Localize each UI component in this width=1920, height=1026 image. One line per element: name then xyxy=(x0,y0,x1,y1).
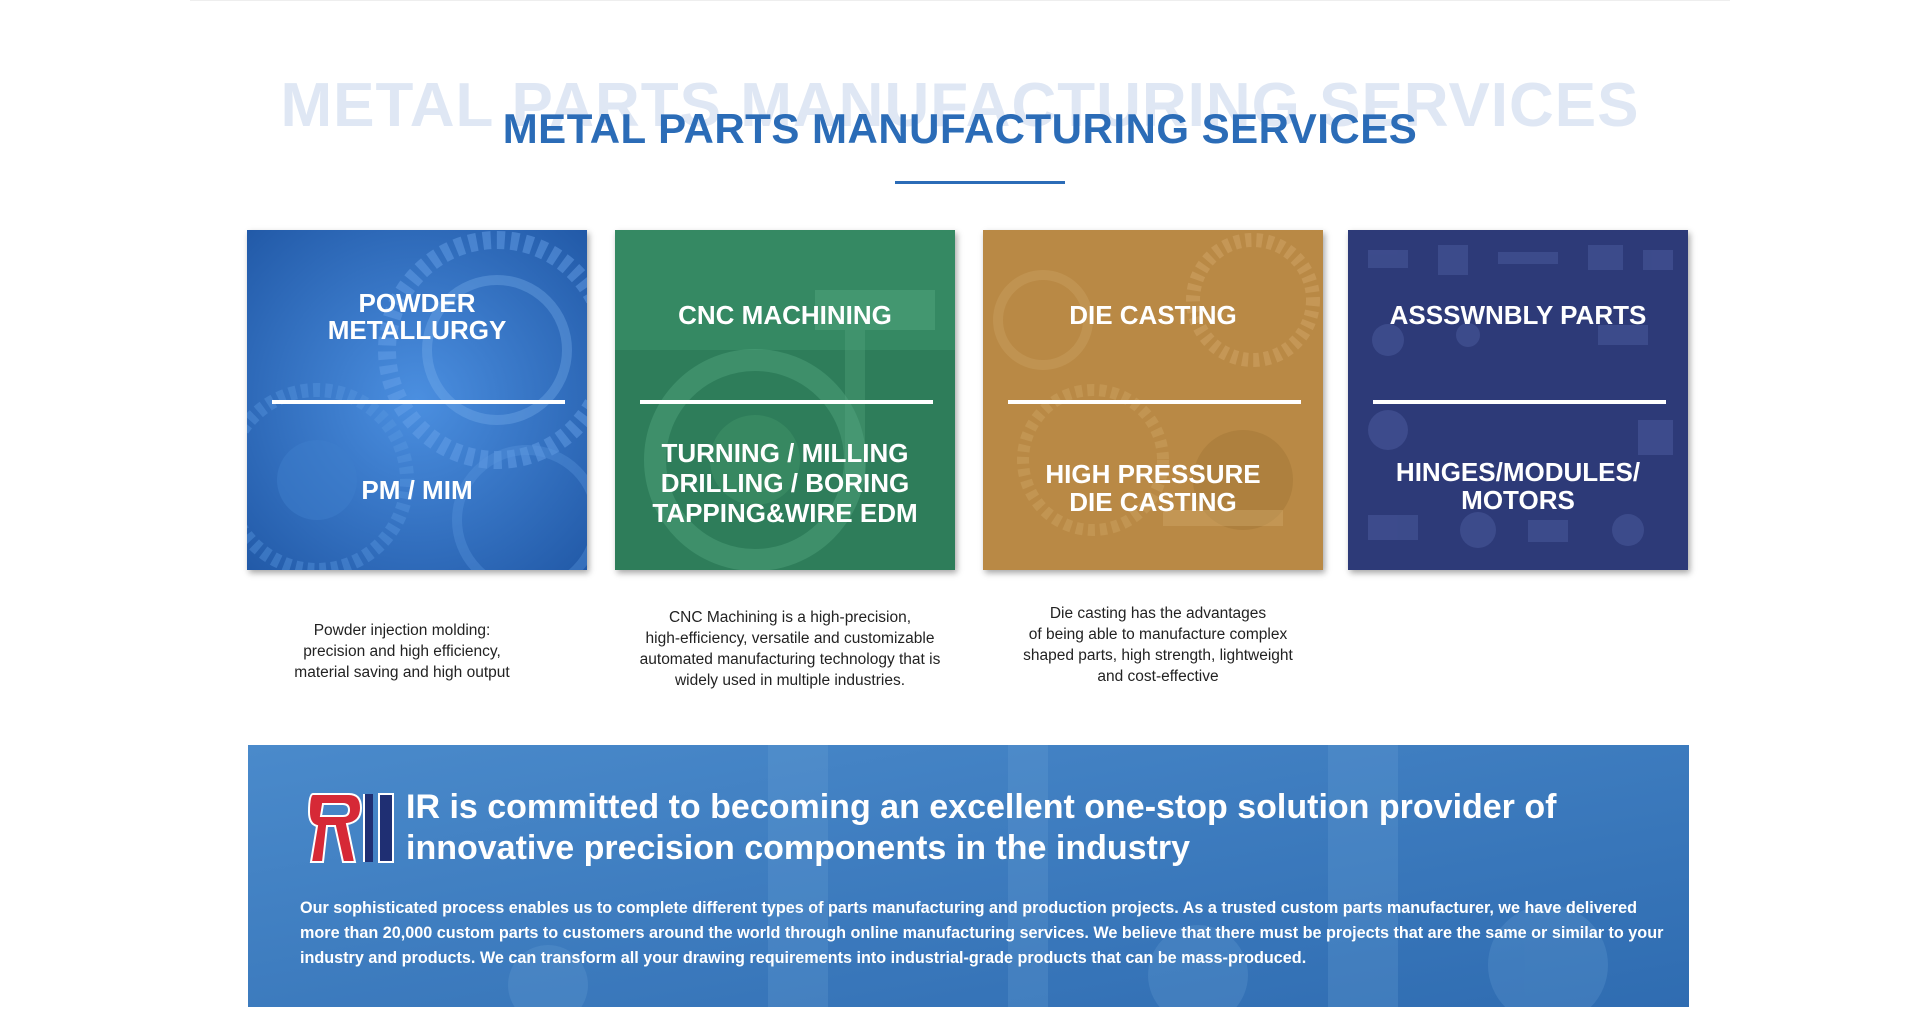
card-divider xyxy=(1008,400,1301,404)
factory-texture-image xyxy=(248,745,1689,1007)
card-title-line: CNC MACHINING xyxy=(678,300,892,330)
card-subtitle-line: HINGES/MODULES/ xyxy=(1395,457,1641,487)
card-subtitle-line: TURNING / MILLING xyxy=(661,438,909,468)
service-description-cnc-machining: CNC Machining is a high-precision, high-… xyxy=(620,607,960,691)
card-title-line: ASSSWNBLY PARTS xyxy=(1389,300,1647,330)
card-title-line: DIE CASTING xyxy=(1069,300,1237,330)
section-title-watermark: METAL PARTS MANUFACTURING SERVICES xyxy=(280,71,1640,140)
description-line: precision and high efficiency, xyxy=(303,643,501,660)
description-line: and cost-effective xyxy=(1097,668,1219,685)
description-line: widely used in multiple industries. xyxy=(674,672,906,689)
card-divider xyxy=(640,400,933,404)
banner-body-text: Our sophisticated process enables us to … xyxy=(300,899,1664,967)
section-title: METAL PARTS MANUFACTURING SERVICES xyxy=(502,105,1418,152)
card-subtitle-line: PM / MIM xyxy=(361,475,473,505)
card-subtitle-line: DIE CASTING xyxy=(1069,487,1237,517)
card-divider xyxy=(272,400,565,404)
service-card-cnc-machining[interactable]: CNC MACHINING TURNING / MILLING DRILLING… xyxy=(615,230,955,570)
card-divider xyxy=(1373,400,1666,404)
description-line: Powder injection molding: xyxy=(313,622,491,639)
card-subtitle-line: MOTORS xyxy=(1461,485,1575,515)
card-subtitle-line: HIGH PRESSURE xyxy=(1045,459,1261,489)
top-divider xyxy=(190,0,1730,1)
service-description-die-casting: Die casting has the advantages of being … xyxy=(988,603,1328,687)
service-description-powder-metallurgy: Powder injection molding: precision and … xyxy=(232,620,572,683)
service-card-die-casting[interactable]: DIE CASTING HIGH PRESSURE DIE CASTING xyxy=(983,230,1323,570)
card-subtitle-line: DRILLING / BORING xyxy=(660,468,910,498)
description-line: material saving and high output xyxy=(294,664,510,681)
description-line: of being able to manufacture complex xyxy=(1028,626,1288,643)
description-line: high-efficiency, versatile and customiza… xyxy=(645,630,935,647)
description-line: shaped parts, high strength, lightweight xyxy=(1023,647,1293,664)
banner-heading: IR is committed to becoming an excellent… xyxy=(406,788,1557,867)
service-card-assembly-parts[interactable]: ASSSWNBLY PARTS HINGES/MODULES/ MOTORS xyxy=(1348,230,1688,570)
company-logo-icon xyxy=(307,793,394,863)
description-line: Die casting has the advantages xyxy=(1049,605,1267,622)
service-card-powder-metallurgy[interactable]: POWDER METALLURGY PM / MIM xyxy=(247,230,587,570)
title-underline xyxy=(895,181,1065,184)
description-line: CNC Machining is a high-precision, xyxy=(668,609,912,626)
card-subtitle-line: TAPPING&WIRE EDM xyxy=(652,498,918,528)
description-line: automated manufacturing technology that … xyxy=(639,651,941,668)
card-title-line: METALLURGY xyxy=(327,315,507,345)
card-title-line: POWDER xyxy=(358,288,476,318)
company-banner: IR is committed to becoming an excellent… xyxy=(248,745,1689,1007)
section-header: METAL PARTS MANUFACTURING SERVICES METAL… xyxy=(0,60,1920,170)
